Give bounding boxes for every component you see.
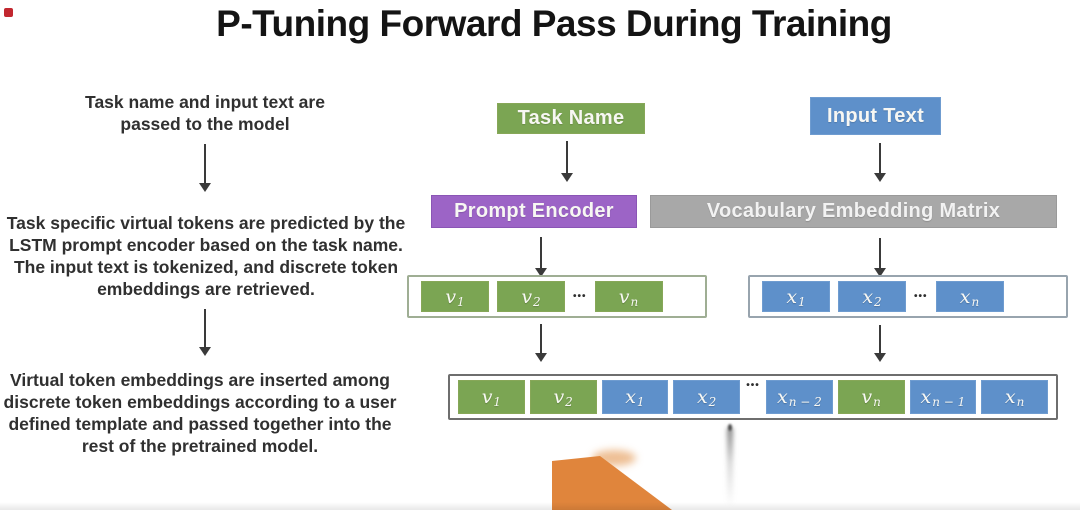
note-passed-to-model: Task name and input text are passed to t… [85,92,325,135]
record-dot-icon [4,8,13,17]
vocab-embedding-matrix-label: Vocabulary Embedding Matrix [706,200,1001,222]
vocab-embedding-matrix-box: Vocabulary Embedding Matrix [650,195,1057,228]
bottom-edge-shade [0,502,1080,510]
task-name-box: Task Name [497,103,645,134]
prompt-encoder-box: Prompt Encoder [431,195,637,228]
down-arrow [534,324,547,362]
ellipsis: ••• [914,291,928,302]
ellipsis: ••• [746,380,760,391]
task-name-label: Task Name [517,107,625,129]
down-arrow [198,144,211,192]
page-title: P-Tuning Forward Pass During Training [216,3,892,44]
down-arrow [560,141,573,182]
note-virtual-tokens-predicted: Task specific virtual tokens are predict… [6,213,406,300]
down-arrow [873,325,886,362]
down-arrow [534,237,547,277]
down-arrow [873,143,886,182]
input-text-label: Input Text [826,104,925,127]
input-text-box: Input Text [810,97,941,135]
ellipsis: ••• [573,291,587,302]
note-embeddings-inserted: Virtual token embeddings are inserted am… [3,370,397,457]
down-arrow [198,309,211,356]
down-arrow [873,238,886,277]
prompt-encoder-label: Prompt Encoder [454,200,614,222]
faded-down-arrow [724,424,736,508]
